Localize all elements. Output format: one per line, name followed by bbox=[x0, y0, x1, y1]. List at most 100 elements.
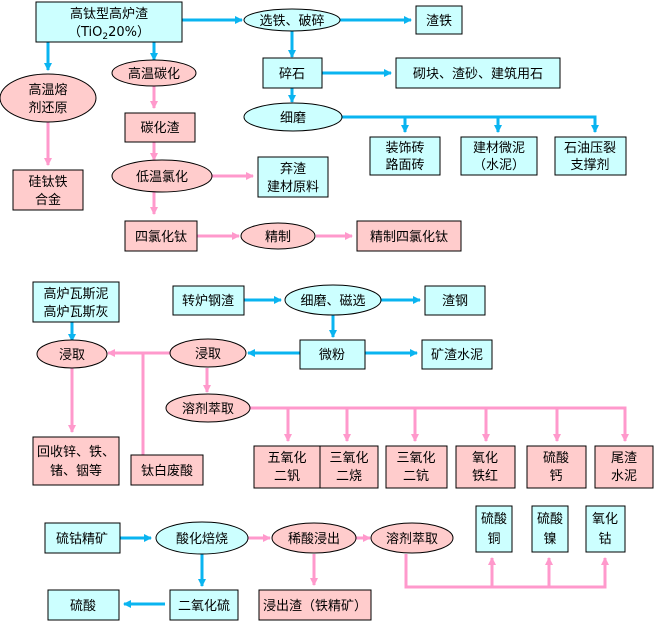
source-line1: 高钛型高炉渣 bbox=[70, 6, 148, 22]
low-temp-chlorination-label: 低温氯化 bbox=[136, 170, 188, 185]
product-line1: 氧化 bbox=[472, 451, 498, 466]
bf-sludge-box: 高炉瓦斯泥 高炉瓦斯灰 bbox=[32, 281, 120, 323]
recovery-box: 回收锌、铁、 锗、铟等 bbox=[32, 436, 120, 486]
sulfuric-acid-box: 硫酸 bbox=[47, 589, 120, 621]
high-temp-carbonization-oval: 高温碳化 bbox=[111, 59, 197, 87]
discard-slag-box: 弃渣 建材原料 bbox=[257, 156, 329, 198]
refining-oval: 精制 bbox=[240, 222, 316, 250]
titanium-tetrachloride-label: 四氯化钛 bbox=[135, 230, 187, 245]
silicon-titanium-iron-line2: 合金 bbox=[35, 192, 61, 208]
high-temp-reduction-line1: 高温熔 bbox=[28, 82, 67, 98]
proppant-box: 石油压裂 支撑剂 bbox=[554, 136, 627, 176]
acid-roast-label: 酸化焙烧 bbox=[176, 532, 228, 547]
decor-brick-box: 装饰砖 路面砖 bbox=[369, 136, 441, 176]
decor-brick-line1: 装饰砖 bbox=[385, 141, 424, 156]
product-line2: 铜 bbox=[487, 532, 500, 547]
silicon-titanium-iron-line1: 硅钛铁 bbox=[28, 175, 67, 190]
dilute-acid-leach-oval: 稀酸浸出 bbox=[271, 522, 357, 554]
building-products-label: 砌块、渣砂、建筑用石 bbox=[413, 66, 543, 82]
slag-cement-label: 矿渣水泥 bbox=[431, 348, 483, 363]
bf-sludge-line1: 高炉瓦斯泥 bbox=[43, 286, 108, 302]
titanium-tetrachloride-box: 四氯化钛 bbox=[124, 220, 198, 252]
product-line1: 五氧化 bbox=[267, 451, 306, 466]
proppant-line2: 支撑剂 bbox=[570, 158, 609, 173]
source-line2: （TiO220%） bbox=[68, 25, 150, 42]
recovery-line2: 锗、铟等 bbox=[50, 463, 102, 479]
product-line1: 尾渣 bbox=[611, 451, 637, 466]
high-temp-reduction-oval: 高温熔 剂还原 bbox=[0, 73, 97, 123]
product-line1: 硫酸 bbox=[481, 512, 507, 527]
carbonized-slag-box: 碳化渣 bbox=[124, 112, 196, 143]
high-temp-reduction-line2: 剂还原 bbox=[28, 101, 67, 116]
solvent-extraction-label: 溶剂萃取 bbox=[386, 532, 438, 547]
leach-mid-label: 浸取 bbox=[195, 347, 221, 362]
leach-residue-label: 浸出渣（铁精矿） bbox=[263, 599, 367, 614]
product-line2: 钙 bbox=[549, 469, 562, 484]
cobalt-sulfide-box: 硫钴精矿 bbox=[44, 522, 121, 554]
leach-mid-oval: 浸取 bbox=[169, 338, 247, 368]
leach-left-oval: 浸取 bbox=[36, 339, 108, 369]
solvent-extraction-label: 溶剂萃取 bbox=[182, 402, 234, 417]
slag-iron-label: 渣铁 bbox=[426, 14, 452, 29]
grind-magnetic-oval: 细磨、磁选 bbox=[284, 284, 382, 316]
slag-iron-box: 渣铁 bbox=[415, 5, 463, 35]
solvent-extraction-oval-2: 溶剂萃取 bbox=[370, 522, 454, 554]
leach-left-label: 浸取 bbox=[59, 348, 85, 363]
product-line2: 二钪 bbox=[403, 469, 429, 484]
product-box: 硫酸 钙 bbox=[526, 445, 587, 489]
product-box: 硫酸 铜 bbox=[475, 505, 513, 553]
product-box: 尾渣 水泥 bbox=[594, 445, 654, 489]
slag-steel-box: 渣钢 bbox=[424, 285, 486, 316]
micro-powder-label: 微粉 bbox=[319, 348, 345, 363]
micro-powder-box: 建材微泥 （水泥） bbox=[460, 136, 538, 176]
crushed-stone-label: 碎石 bbox=[279, 67, 305, 82]
source-box: 高钛型高炉渣 （TiO220%） bbox=[35, 1, 183, 43]
product-line1: 氧化 bbox=[592, 512, 618, 527]
product-box: 三氧化 二钪 bbox=[385, 445, 448, 489]
sulfur-dioxide-label: 二氧化硫 bbox=[178, 599, 230, 614]
cobalt-sulfide-label: 硫钴精矿 bbox=[56, 532, 108, 547]
product-box: 氧化 钴 bbox=[585, 505, 626, 553]
refined-ticl4-label: 精制四氯化钛 bbox=[370, 230, 448, 245]
high-temp-carbonization-label: 高温碳化 bbox=[128, 66, 180, 82]
fine-grinding-label: 细磨 bbox=[280, 111, 306, 126]
product-box: 氧化 铁红 bbox=[455, 445, 516, 489]
sulfuric-acid-label: 硫酸 bbox=[70, 599, 96, 614]
separation-label: 选铁、破碎 bbox=[259, 14, 324, 29]
discard-slag-line1: 弃渣 bbox=[280, 162, 306, 177]
product-line2: 钴 bbox=[598, 532, 611, 547]
product-box: 三氧化 二烧 bbox=[319, 445, 379, 489]
grind-magnetic-label: 细磨、磁选 bbox=[300, 294, 365, 309]
product-line2: 二钒 bbox=[274, 469, 300, 484]
slag-steel-label: 渣钢 bbox=[442, 294, 468, 309]
product-box: 五氧化 二钒 bbox=[253, 445, 321, 489]
product-line2: 铁红 bbox=[472, 468, 498, 484]
bf-sludge-line2: 高炉瓦斯灰 bbox=[43, 304, 108, 320]
titanium-waste-acid-label: 钛白废酸 bbox=[141, 463, 193, 479]
discard-slag-line2: 建材原料 bbox=[267, 180, 319, 195]
micro-powder-line2: （水泥） bbox=[473, 158, 525, 173]
micro-powder-line1: 建材微泥 bbox=[473, 141, 525, 156]
product-line1: 硫酸 bbox=[543, 451, 569, 466]
product-line1: 硫酸 bbox=[537, 512, 563, 527]
leach-residue-box: 浸出渣（铁精矿） bbox=[258, 589, 372, 621]
recovery-line1: 回收锌、铁、 bbox=[37, 445, 115, 460]
converter-slag-box: 转炉钢渣 bbox=[172, 285, 245, 316]
decor-brick-line2: 路面砖 bbox=[385, 157, 424, 173]
low-temp-chlorination-oval: 低温氯化 bbox=[111, 159, 213, 193]
separation-oval: 选铁、破碎 bbox=[243, 8, 341, 32]
product-line2: 二烧 bbox=[336, 469, 362, 484]
silicon-titanium-iron-box: 硅钛铁 合金 bbox=[12, 169, 84, 211]
crushed-stone-box: 碎石 bbox=[262, 57, 323, 89]
sulfur-dioxide-box: 二氧化硫 bbox=[169, 589, 239, 621]
refined-ticl4-box: 精制四氯化钛 bbox=[356, 220, 462, 252]
product-box: 硫酸 镍 bbox=[531, 505, 569, 553]
converter-slag-label: 转炉钢渣 bbox=[182, 294, 234, 309]
building-products-box: 砌块、渣砂、建筑用石 bbox=[395, 57, 561, 89]
acid-roast-oval: 酸化焙烧 bbox=[155, 521, 249, 555]
product-line1: 三氧化 bbox=[396, 451, 435, 466]
slag-cement-box: 矿渣水泥 bbox=[421, 339, 493, 370]
fine-grinding-oval: 细磨 bbox=[243, 102, 343, 132]
refining-label: 精制 bbox=[265, 230, 291, 245]
